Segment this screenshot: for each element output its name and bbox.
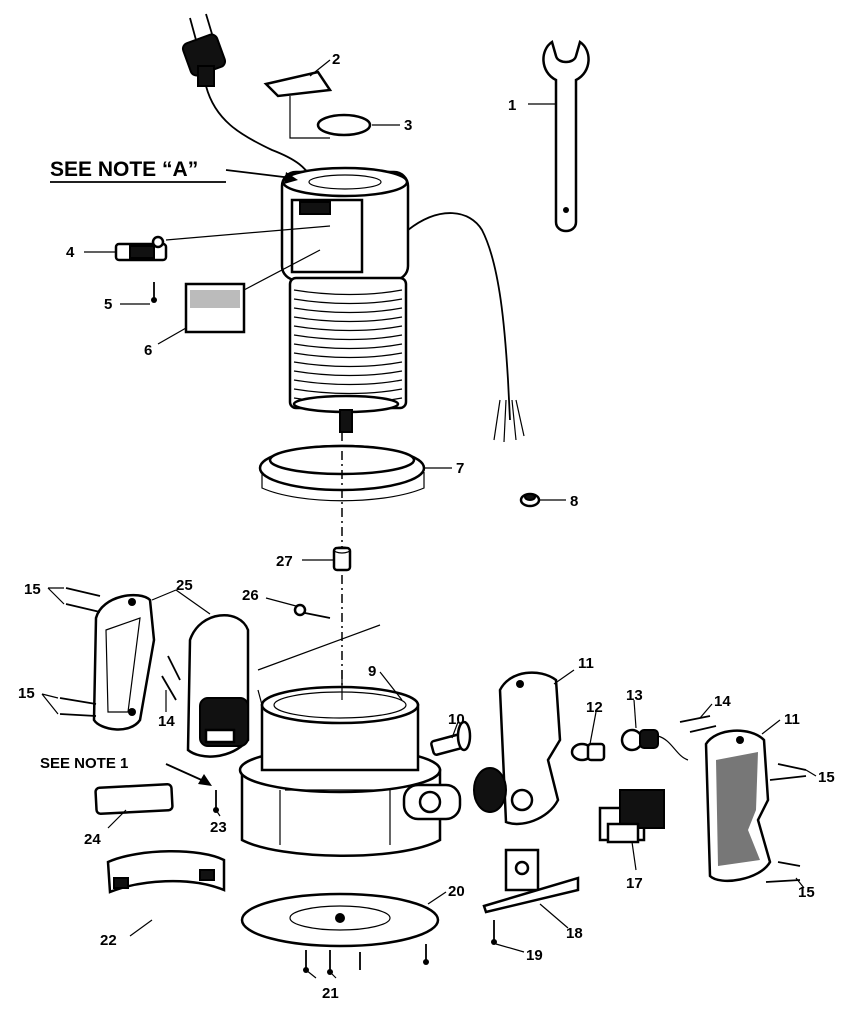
handle-screws-left — [59, 587, 181, 717]
part-26-screw — [293, 603, 331, 619]
cooling-fin — [293, 370, 403, 377]
part-20-sub-base — [240, 892, 440, 948]
callout-15c: 15 — [818, 769, 835, 786]
part-15-left-handle-cover — [92, 593, 156, 731]
callout-8: 8 — [570, 493, 578, 510]
part-9-router-base — [238, 624, 462, 857]
part-3-disc — [316, 113, 372, 137]
callout-26: 26 — [242, 587, 259, 604]
callout-21: 21 — [322, 985, 339, 1002]
cooling-fin — [293, 388, 403, 395]
part-18-bracket — [482, 848, 580, 914]
cooling-fin — [293, 352, 403, 359]
cooling-fin — [293, 307, 403, 314]
part-17-switch — [598, 789, 665, 844]
part-23-screw — [213, 790, 219, 813]
power-cord-with-plug — [181, 13, 313, 179]
part-10-knob — [430, 720, 472, 756]
part-21-screws — [303, 944, 429, 975]
callout-11a: 11 — [578, 655, 594, 672]
part-12-connector — [570, 742, 606, 762]
cooling-fin — [293, 325, 403, 332]
part-19-screw — [491, 920, 497, 945]
callout-9: 9 — [368, 663, 376, 680]
note-a-label: SEE NOTE “A” — [50, 158, 198, 181]
note-1-label: SEE NOTE 1 — [40, 755, 128, 772]
callout-15d: 15 — [798, 884, 815, 901]
callouts: 1 2 3 4 5 6 7 8 9 10 11 11 12 13 14 14 1… — [18, 51, 835, 1002]
part-6-plate — [184, 249, 321, 334]
callout-14a: 14 — [158, 713, 175, 730]
handle-screws-right-top — [679, 715, 717, 733]
callout-3: 3 — [404, 117, 412, 134]
callout-15a: 15 — [24, 581, 41, 598]
callout-17: 17 — [626, 875, 643, 892]
part-11-right-handle-cover — [704, 729, 772, 883]
cooling-fin — [293, 334, 403, 341]
part-25-left-handle — [186, 614, 250, 758]
callout-24: 24 — [84, 831, 101, 848]
callout-15b: 15 — [18, 685, 35, 702]
cooling-fin — [293, 379, 403, 386]
cooling-fin — [293, 298, 403, 305]
part-2-label-plate — [263, 70, 333, 98]
callout-7: 7 — [456, 460, 464, 477]
part-22-chip-guard — [106, 850, 226, 894]
cooling-fin — [293, 361, 403, 368]
cooling-fin — [293, 289, 403, 296]
callout-18: 18 — [566, 925, 583, 942]
part-1-wrench — [542, 40, 590, 233]
part-5-screw — [151, 282, 157, 303]
leader-lines — [41, 59, 817, 979]
callout-4: 4 — [66, 244, 75, 261]
callout-20: 20 — [448, 883, 465, 900]
callout-12: 12 — [586, 699, 603, 716]
callout-13: 13 — [626, 687, 643, 704]
part-8-nut — [519, 492, 541, 508]
part-24-label — [94, 782, 174, 816]
callout-25: 25 — [176, 577, 193, 594]
part-7-adjustment-ring — [258, 444, 426, 502]
cooling-fin — [293, 316, 403, 323]
callout-10: 10 — [448, 711, 465, 728]
motor-housing — [280, 166, 525, 443]
callout-23: 23 — [210, 819, 227, 836]
part-27-collet — [332, 546, 352, 572]
callout-19: 19 — [526, 947, 543, 964]
handle-screws-right — [765, 763, 807, 883]
callout-1: 1 — [508, 97, 516, 114]
part-13-connector — [620, 728, 689, 761]
cooling-fin — [293, 343, 403, 350]
callout-2: 2 — [332, 51, 340, 68]
callout-27: 27 — [276, 553, 293, 570]
part-11-right-handle-frame — [473, 671, 562, 826]
callout-14b: 14 — [714, 693, 731, 710]
callout-5: 5 — [104, 296, 112, 313]
callout-6: 6 — [144, 342, 152, 359]
callout-11b: 11 — [784, 711, 800, 728]
callout-22: 22 — [100, 932, 117, 949]
